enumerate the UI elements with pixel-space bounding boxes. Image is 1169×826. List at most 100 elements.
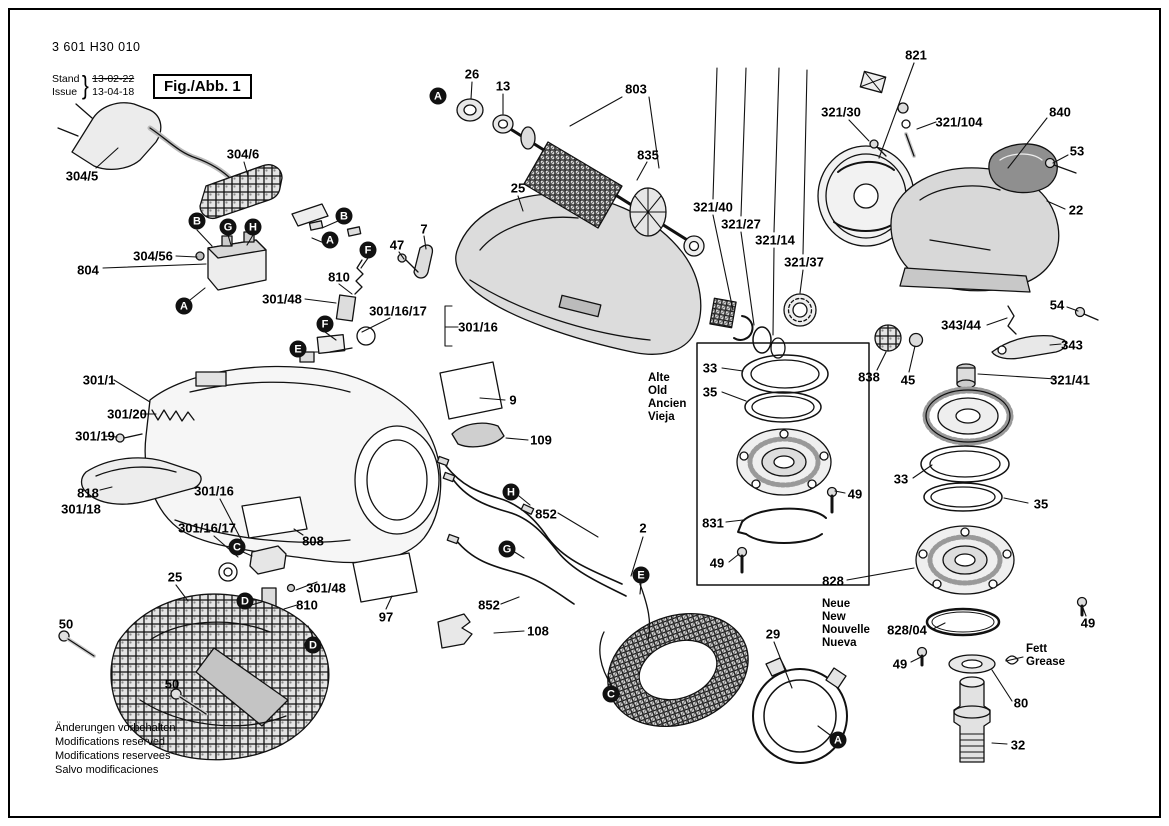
connection-callout-letter: D [236,592,254,610]
connection-callout-letter: A [321,231,339,249]
part-number-label: 47 [389,237,405,253]
part-number-label: 808 [302,533,324,549]
part-number-label: 49 [1080,615,1096,631]
part-number-label: 50 [164,676,180,692]
part-number-label: 835 [637,147,659,163]
part-number-label: 803 [625,81,647,97]
stand-label: Stand [52,72,80,85]
header-block: 3 601 H30 010 Stand Issue } 13-02-22 13-… [52,40,141,101]
part-number-label: 818 [77,485,99,501]
note-line: Old [648,385,668,397]
connection-callout-letter: H [502,483,520,501]
note-line: Vieja [648,411,675,423]
connection-callout-letter: A [429,87,447,105]
part-number-label: 108 [527,623,549,639]
part-number-label: 22 [1068,202,1084,218]
part-number-label: 852 [535,506,557,522]
part-number-label: 50 [58,616,74,632]
part-number-label: 343/44 [941,317,981,333]
connection-callout-letter: A [175,297,193,315]
part-number-label: 35 [702,384,718,400]
note-line: Fett [1026,643,1048,655]
part-number-label: 2 [639,520,647,536]
connection-callout-letter: E [289,340,307,358]
part-number-label: 821 [905,47,927,63]
part-number-label: 13 [495,78,511,94]
part-number-label: 301/16 [458,319,498,335]
part-number-label: 7 [420,221,428,237]
part-number-label: 109 [530,432,552,448]
part-number-label: 838 [858,369,880,385]
part-number-label: 9 [509,392,517,408]
part-number-label: 25 [167,569,183,585]
part-number-label: 852 [478,597,500,613]
part-number-label: 29 [765,626,781,642]
part-number-label: 840 [1049,104,1071,120]
part-number-label: 32 [1010,737,1026,753]
connection-callout-letter: B [188,212,206,230]
part-number-label: 54 [1049,297,1065,313]
part-number-label: 301/48 [306,580,346,596]
stand-date: 13-02-22 [92,72,135,85]
footer-line: Modifications reserved [55,736,166,748]
connection-callout-letter: A [829,731,847,749]
part-number-label: 304/5 [65,168,99,184]
note-line: Neue [822,598,851,610]
part-number-label: 26 [464,66,480,82]
connection-callout-letter: H [244,218,262,236]
connection-callout-letter: F [316,315,334,333]
part-number-label: 301/16 [194,483,234,499]
part-number-label: 321/40 [693,199,733,215]
part-number-label: 301/48 [262,291,302,307]
connection-callout-letter: C [602,685,620,703]
part-number-label: 33 [702,360,718,376]
part-number-label: 45 [900,372,916,388]
note-line: Ancien [648,398,687,410]
part-number-label: 304/56 [133,248,173,264]
part-number-label: 49 [709,555,725,571]
part-number-label: 810 [328,269,350,285]
revision-block: Stand Issue } 13-02-22 13-04-18 [52,70,141,101]
part-number-label: 810 [296,597,318,613]
footer-line: Modifications reservees [55,750,171,762]
part-number-label: 301/16/17 [178,520,236,536]
connection-callout-letter: F [359,241,377,259]
part-number-label: 49 [847,486,863,502]
part-number-label: 321/27 [721,216,761,232]
part-number-label: 301/20 [107,406,147,422]
part-number-label: 25 [510,180,526,196]
part-number-label: 49 [892,656,908,672]
part-number-label: 321/37 [784,254,824,270]
note-line: Alte [648,372,670,384]
part-number-label: 831 [702,515,724,531]
part-number-label: 321/30 [821,104,861,120]
note-line: Grease [1026,656,1066,668]
part-number-label: 301/18 [61,501,101,517]
part-number-label: 35 [1033,496,1049,512]
part-number-label: 321/41 [1050,372,1090,388]
note-line: Nueva [822,637,857,649]
part-number-label: 301/1 [82,372,116,388]
part-number-label: 321/104 [935,114,983,130]
part-number-label: 828 [822,573,844,589]
part-number-label: 804 [77,262,99,278]
part-number-label: 53 [1069,143,1085,159]
figure-label-box: Fig./Abb. 1 [153,74,252,99]
type-number: 3 601 H30 010 [52,40,141,54]
issue-label: Issue [52,85,78,98]
note-line: New [822,611,846,623]
part-number-label: 301/19 [75,428,115,444]
connection-callout-letter: G [219,218,237,236]
footer-line: Änderungen vorbehalten [55,722,176,734]
part-number-label: 80 [1013,695,1029,711]
connection-callout-letter: D [304,636,322,654]
part-number-label: 828/04 [887,622,927,638]
part-number-label: 97 [378,609,394,625]
connection-callout-letter: E [632,566,650,584]
footer-line: Salvo modificaciones [55,764,159,776]
